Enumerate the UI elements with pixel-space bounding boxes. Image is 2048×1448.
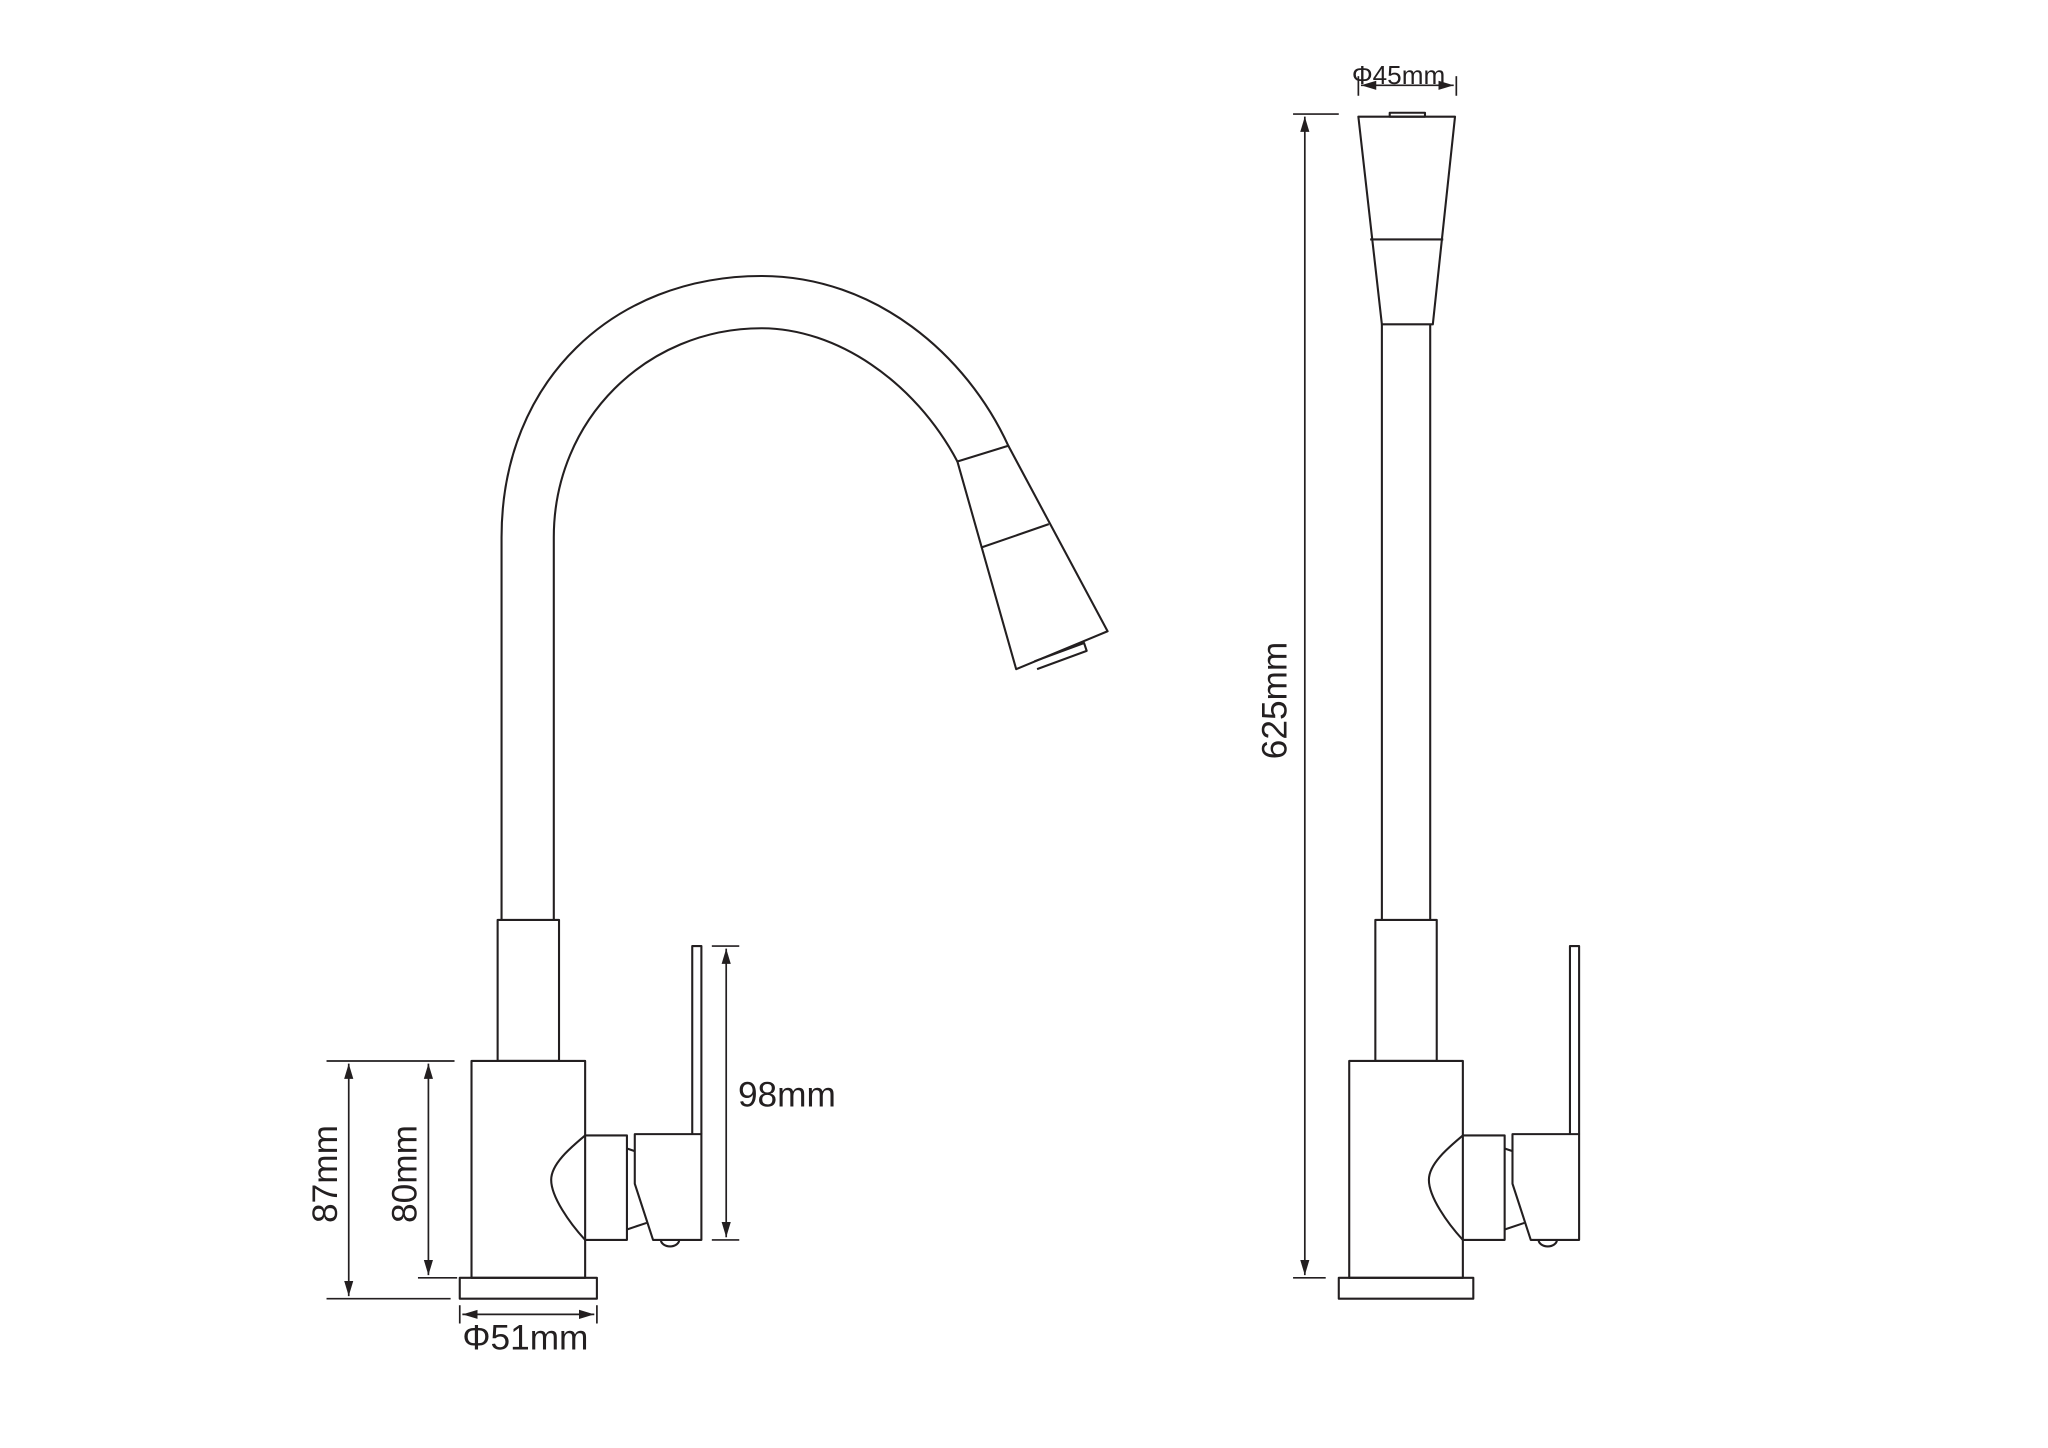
base-plate: [1337, 1276, 1475, 1300]
spray-head: [956, 444, 1109, 671]
handle-connector: [1427, 1134, 1506, 1241]
base-plate: [458, 1276, 598, 1300]
spray-cap: [1388, 111, 1427, 118]
neck: [496, 918, 561, 1063]
dim-45-label: Φ45mm: [1352, 60, 1445, 90]
handle-screw: [1537, 1239, 1558, 1248]
dim-80-label: 80mm: [386, 1125, 425, 1223]
front-view-faucet: [458, 274, 1109, 1300]
dim-51-label: Φ51mm: [462, 1319, 588, 1358]
handle-block: [1511, 1133, 1581, 1241]
body: [1348, 1059, 1464, 1279]
handle-hinge: [1504, 1147, 1525, 1231]
handle-lever: [1568, 944, 1581, 1135]
spray-nozzle: [1034, 641, 1088, 671]
handle-hinge: [626, 1147, 647, 1231]
spray-head: [1357, 115, 1457, 326]
dim-625-label: 625mm: [1256, 642, 1295, 760]
dim-98-label: 98mm: [738, 1076, 836, 1115]
side-view-faucet: [1337, 111, 1581, 1300]
handle-block: [633, 1133, 703, 1241]
handle-connector: [550, 1134, 628, 1241]
handle-lever: [691, 944, 703, 1135]
spout-inner: [552, 327, 959, 920]
spray-head-joint: [980, 523, 1050, 549]
front-view-dimensions: 87mm 80mm 98mm Φ51mm: [306, 945, 836, 1358]
spout-outer: [500, 274, 1010, 920]
side-view-dimensions: 625mm Φ45mm: [1256, 60, 1458, 1279]
dim-87-label: 87mm: [306, 1125, 345, 1223]
body: [470, 1059, 587, 1279]
neck: [1374, 918, 1438, 1063]
handle-screw: [659, 1239, 681, 1248]
